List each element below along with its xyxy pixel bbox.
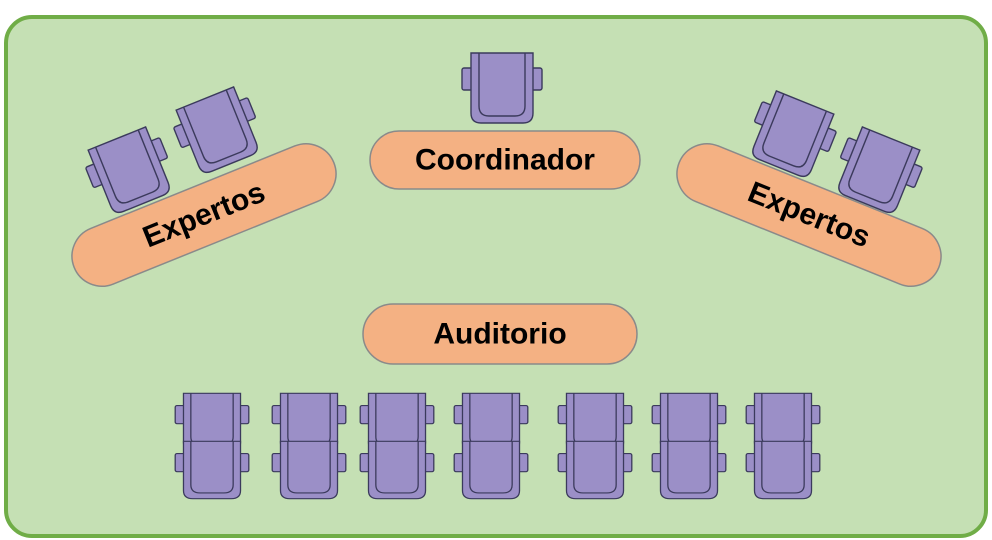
coordinator-table [369, 130, 641, 190]
audience-table [362, 303, 638, 365]
audience-chair [174, 440, 250, 500]
audience-label: Auditorio [433, 318, 566, 351]
audience-chair [651, 440, 727, 500]
audience-chair [271, 440, 347, 500]
audience-chair [359, 440, 435, 500]
audience-chair [745, 440, 821, 500]
coordinator-chair [461, 52, 543, 124]
audience-chair [453, 440, 529, 500]
experts-table-right [676, 143, 942, 287]
audience-chair [557, 440, 633, 500]
coordinator-label: Coordinador [415, 144, 595, 177]
experts-table-left [71, 143, 337, 287]
